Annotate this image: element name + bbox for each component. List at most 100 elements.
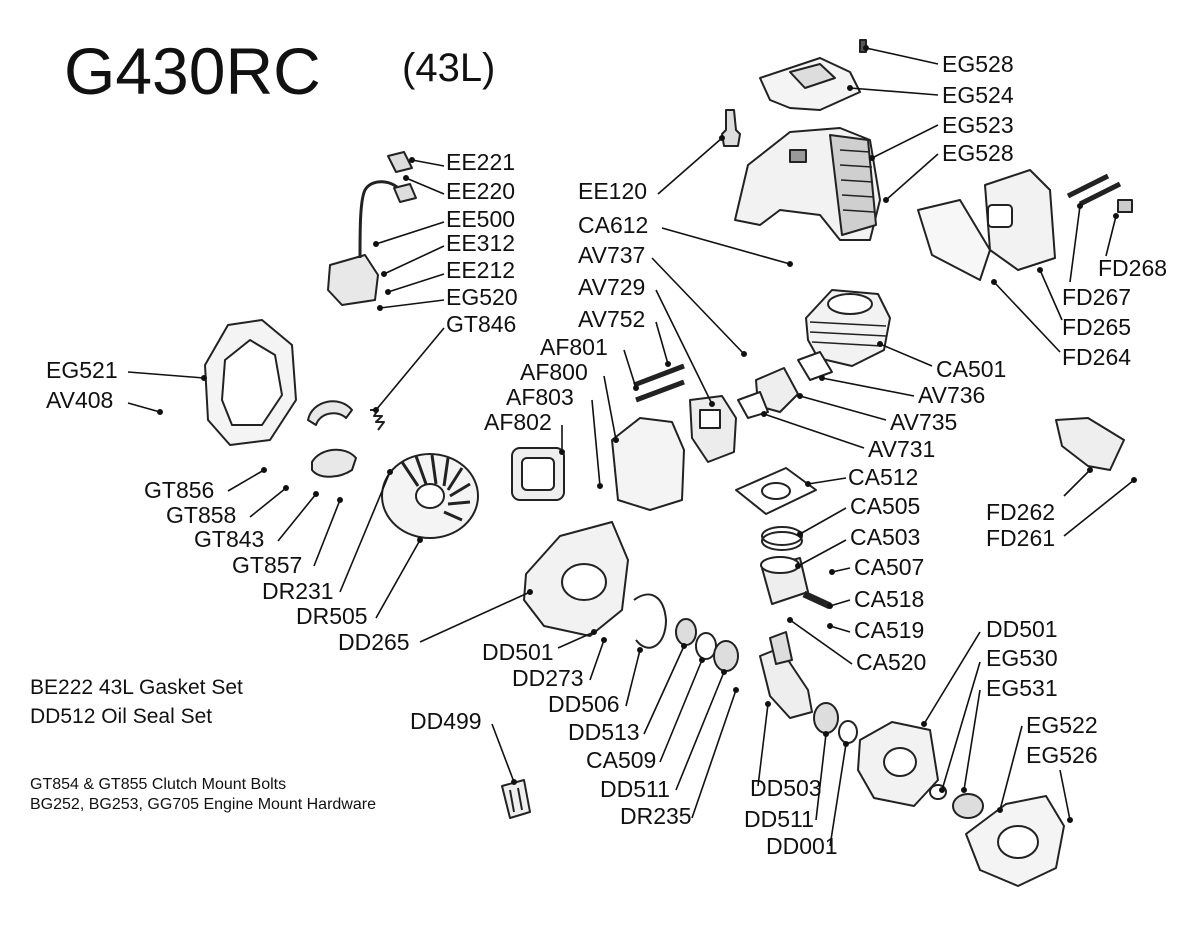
part-label-ca503: CA503	[850, 524, 920, 550]
leader-dot-dr231	[386, 468, 393, 475]
leader-line-dr505	[375, 539, 421, 619]
leader-line-ca505	[799, 507, 847, 535]
leader-dot-ca520	[786, 616, 793, 623]
leader-dot-dd001	[842, 740, 849, 747]
leader-line-dd499	[491, 723, 515, 783]
part-label-ca507: CA507	[854, 554, 924, 580]
leader-line-eg520	[379, 299, 445, 309]
leader-dot-ca509	[698, 656, 705, 663]
part-label-dd265: DD265	[338, 629, 410, 655]
bearing-drawing	[675, 618, 697, 646]
leader-dot-eg524	[846, 85, 853, 92]
part-label-ee500: EE500	[446, 206, 515, 232]
leader-line-av729	[655, 289, 713, 405]
part-label-av735: AV735	[890, 409, 957, 435]
leader-dot-eg522	[996, 806, 1003, 813]
part-label-dd501: DD501	[482, 639, 554, 665]
leader-dot-fd264	[990, 278, 997, 285]
part-label-av408: AV408	[46, 387, 113, 413]
leader-dot-dr235	[732, 686, 739, 693]
clutch-shoe-drawing	[307, 400, 353, 426]
part-label-dd503: DD503	[750, 775, 822, 801]
leader-line-gt843	[277, 493, 317, 542]
part-label-fd265: FD265	[1062, 314, 1131, 340]
leader-line-ee500	[375, 221, 445, 245]
air-cleaner-cover-drawing	[611, 417, 685, 511]
part-label-dd513: DD513	[568, 719, 640, 745]
leader-line-fd264	[993, 281, 1061, 353]
leader-dot-ca501	[876, 340, 883, 347]
leader-dot-dd501	[590, 628, 597, 635]
leader-line-dd513	[643, 645, 685, 735]
leader-line-gt857	[313, 499, 341, 567]
part-label-av737: AV737	[578, 242, 645, 268]
leader-line-ca501	[879, 343, 933, 367]
part-label-av752: AV752	[578, 306, 645, 332]
leader-dot-av735	[796, 392, 803, 399]
leader-line-dd506	[625, 649, 641, 707]
leader-line-dr231	[339, 471, 391, 593]
flywheel-drawing	[381, 453, 479, 539]
cylinder-drawing	[805, 289, 891, 367]
leader-dot-gt843	[312, 490, 319, 497]
leader-dot-av731	[760, 410, 767, 417]
leader-line-eg531	[963, 689, 981, 791]
leader-dot-av408	[157, 408, 164, 415]
base-gasket-drawing	[735, 467, 817, 515]
leader-dot-ca519	[826, 622, 833, 629]
leader-dot-av729	[708, 400, 715, 407]
leader-dot-fd261	[1131, 476, 1138, 483]
leader-line-fd261	[1063, 479, 1135, 537]
spark-plug-drawing	[721, 109, 741, 147]
part-label-ee221: EE221	[446, 149, 515, 175]
leader-line-gt858	[249, 487, 287, 518]
part-label-dd511: DD511	[744, 806, 814, 832]
leader-line-af801	[623, 349, 637, 389]
part-label-af802: AF802	[484, 409, 552, 435]
leader-line-ee221	[411, 159, 445, 167]
muffler-guard-drawing	[1055, 417, 1125, 471]
leader-dot-af800	[612, 436, 619, 443]
leader-line-av408	[127, 402, 161, 413]
part-label-ee220: EE220	[446, 178, 515, 204]
leader-line-af800	[603, 375, 617, 441]
leader-dot-dd265	[526, 588, 533, 595]
model-subtitle: (43L)	[402, 46, 496, 90]
leader-dot-dd501	[920, 720, 927, 727]
crankshaft-drawing	[759, 631, 813, 719]
leader-dot-ee220	[402, 175, 409, 182]
leader-line-ca509	[659, 659, 703, 763]
leader-line-eg528	[885, 153, 939, 201]
leader-line-av736	[821, 377, 915, 397]
part-label-ca520: CA520	[856, 649, 926, 675]
leader-line-ca518	[829, 599, 851, 607]
leader-dot-gt856	[260, 466, 267, 473]
leader-line-av752	[655, 321, 669, 365]
leader-dot-dd511	[720, 668, 727, 675]
ignition-coil-drawing	[327, 254, 379, 306]
part-label-eg526: EG526	[1026, 742, 1098, 768]
part-label-gt846: GT846	[446, 311, 516, 337]
part-label-af800: AF800	[520, 359, 588, 385]
part-label-fd267: FD267	[1062, 284, 1131, 310]
leader-line-av735	[799, 395, 887, 421]
part-label-eg528: EG528	[942, 51, 1014, 77]
leader-line-ee312	[383, 245, 445, 275]
part-label-ca512: CA512	[848, 464, 918, 490]
leader-line-eg521	[127, 371, 205, 379]
part-label-ca505: CA505	[850, 493, 920, 519]
leader-dot-eg528	[862, 44, 869, 51]
part-label-gt856: GT856	[144, 477, 214, 503]
leader-line-eg528	[865, 47, 939, 65]
part-label-ca518: CA518	[854, 586, 924, 612]
leader-line-ca519	[829, 625, 851, 633]
part-label-av731: AV731	[868, 436, 935, 462]
leader-dot-fd265	[1037, 266, 1044, 273]
leader-dot-eg523	[868, 155, 875, 162]
leader-dot-dd273	[600, 636, 607, 643]
leader-line-fd262	[1063, 469, 1091, 497]
part-label-av729: AV729	[578, 274, 645, 300]
part-label-av736: AV736	[918, 382, 985, 408]
leader-line-gt856	[227, 469, 265, 492]
